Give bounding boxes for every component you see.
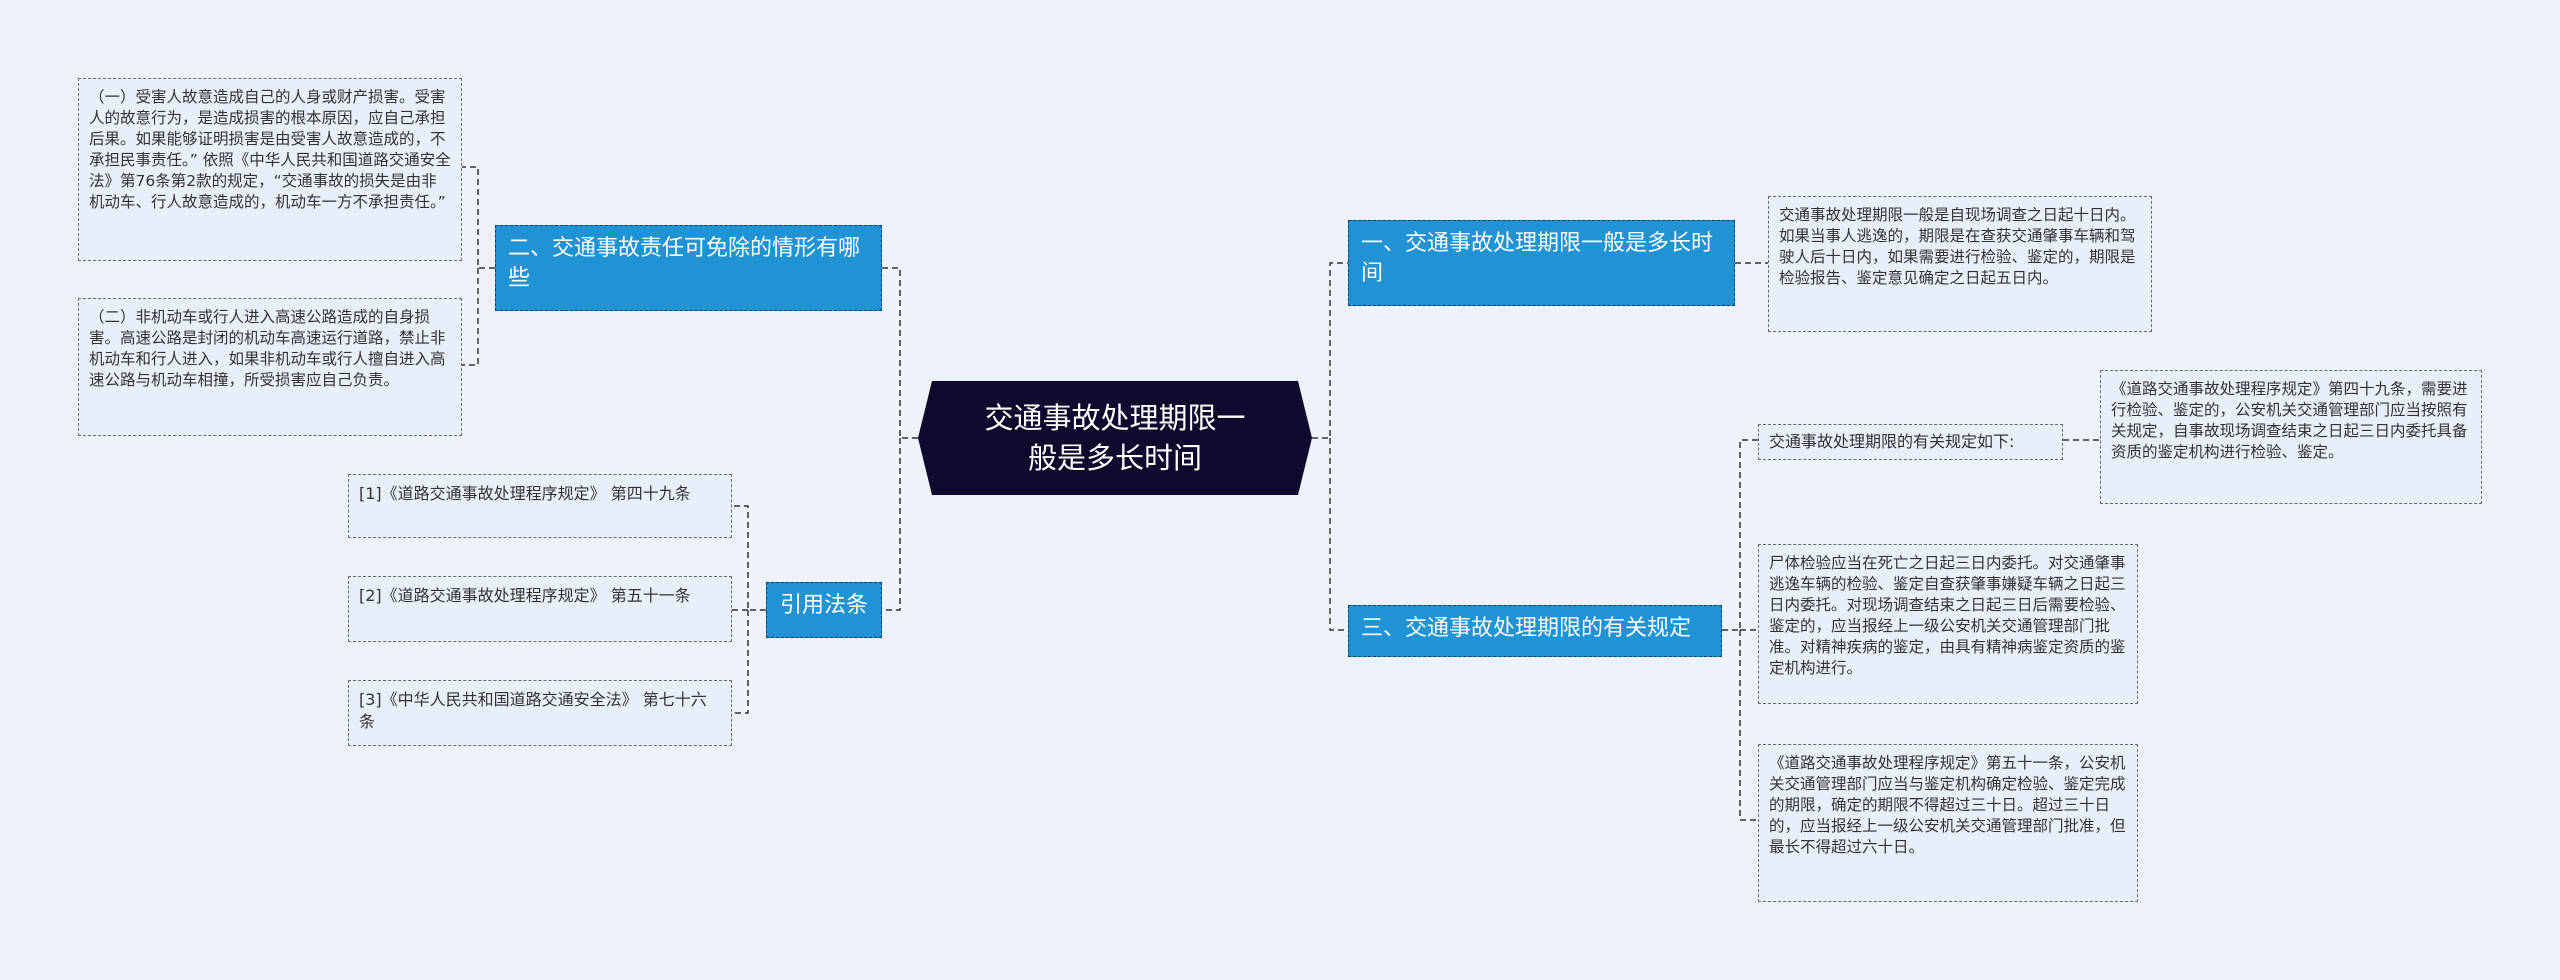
leaf-article-49[interactable]: 《道路交通事故处理程序规定》第四十九条，需要进行检验、鉴定的，公安机关交通管理部… (2100, 370, 2482, 504)
leaf-processing-period[interactable]: 交通事故处理期限一般是自现场调查之日起十日内。如果当事人逃逸的，期限是在查获交通… (1768, 196, 2152, 332)
branch-liability-exemption[interactable]: 二、交通事故责任可免除的情形有哪些 (495, 225, 882, 311)
root-topic[interactable]: 交通事故处理期限一般是多长时间 (918, 381, 1312, 495)
branch-processing-period[interactable]: 一、交通事故处理期限一般是多长时间 (1348, 220, 1735, 306)
leaf-text: 交通事故处理期限的有关规定如下: (1769, 432, 2015, 451)
branch-label: 引用法条 (779, 593, 868, 618)
leaf-text: 交通事故处理期限一般是自现场调查之日起十日内。如果当事人逃逸的，期限是在查获交通… (1779, 206, 2136, 287)
leaf-text: 尸体检验应当在死亡之日起三日内委托。对交通肇事逃逸车辆的检验、鉴定自查获肇事嫌疑… (1769, 554, 2126, 677)
leaf-rules-intro[interactable]: 交通事故处理期限的有关规定如下: (1758, 424, 2063, 460)
leaf-article-51[interactable]: 《道路交通事故处理程序规定》第五十一条，公安机关交通管理部门应当与鉴定机构确定检… (1758, 744, 2138, 902)
ref-text: [1]《道路交通事故处理程序规定》 第四十九条 (359, 484, 691, 503)
ref-item-1[interactable]: [1]《道路交通事故处理程序规定》 第四十九条 (348, 474, 732, 538)
root-title: 交通事故处理期限一般是多长时间 (984, 401, 1246, 475)
branch-related-rules[interactable]: 三、交通事故处理期限的有关规定 (1348, 605, 1722, 657)
leaf-text: 《道路交通事故处理程序规定》第四十九条，需要进行检验、鉴定的，公安机关交通管理部… (2111, 380, 2468, 461)
leaf-autopsy-rules[interactable]: 尸体检验应当在死亡之日起三日内委托。对交通肇事逃逸车辆的检验、鉴定自查获肇事嫌疑… (1758, 544, 2138, 704)
ref-item-3[interactable]: [3]《中华人民共和国道路交通安全法》 第七十六条 (348, 680, 732, 746)
ref-text: [2]《道路交通事故处理程序规定》 第五十一条 (359, 586, 691, 605)
leaf-text: 《道路交通事故处理程序规定》第五十一条，公安机关交通管理部门应当与鉴定机构确定检… (1769, 754, 2126, 856)
leaf-text: （二）非机动车或行人进入高速公路造成的自身损害。高速公路是封闭的机动车高速运行道… (89, 308, 446, 389)
ref-text: [3]《中华人民共和国道路交通安全法》 第七十六条 (359, 690, 707, 731)
branch-label: 一、交通事故处理期限一般是多长时间 (1361, 231, 1714, 286)
branch-cited-laws[interactable]: 引用法条 (766, 582, 882, 638)
ref-item-2[interactable]: [2]《道路交通事故处理程序规定》 第五十一条 (348, 576, 732, 642)
leaf-exemption-1[interactable]: （一）受害人故意造成自己的人身或财产损害。受害人的故意行为，是造成损害的根本原因… (78, 78, 462, 261)
branch-label: 三、交通事故处理期限的有关规定 (1361, 616, 1692, 641)
leaf-text: （一）受害人故意造成自己的人身或财产损害。受害人的故意行为，是造成损害的根本原因… (89, 88, 451, 211)
branch-label: 二、交通事故责任可免除的情形有哪些 (508, 236, 861, 291)
leaf-exemption-2[interactable]: （二）非机动车或行人进入高速公路造成的自身损害。高速公路是封闭的机动车高速运行道… (78, 298, 462, 436)
